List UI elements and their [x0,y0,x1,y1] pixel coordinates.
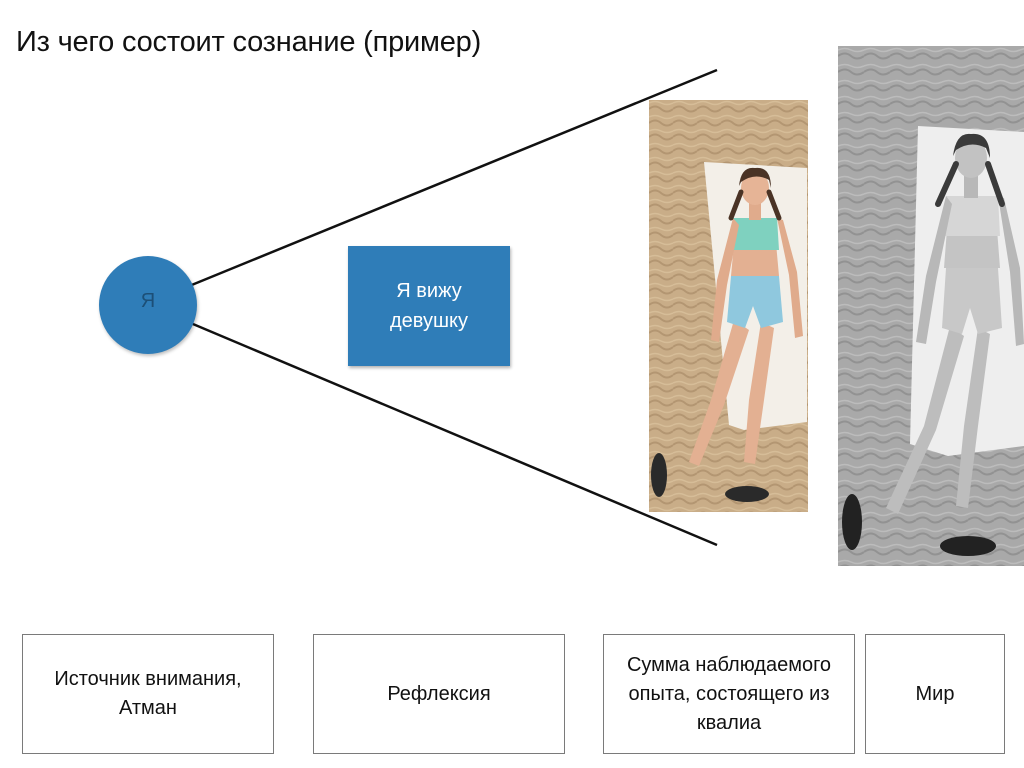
world-box: Мир [865,634,1005,754]
attention-source-box: Источник внимания, Атман [22,634,274,754]
view-cone-upper-line [154,68,718,302]
view-cone-lower-line [154,306,718,547]
beach-girl-photo-grayscale-icon [838,46,1024,566]
self-label: Я [140,290,156,312]
experience-sum-box: Сумма наблюдаемого опыта, состоящего из … [603,634,855,754]
self-circle [99,256,197,354]
reflection-box: Рефлексия [313,634,565,754]
slide-title: Из чего состоит сознание (пример) [16,26,482,58]
observation-note: Я вижу девушку [348,246,510,366]
beach-girl-photo-icon [649,100,808,512]
